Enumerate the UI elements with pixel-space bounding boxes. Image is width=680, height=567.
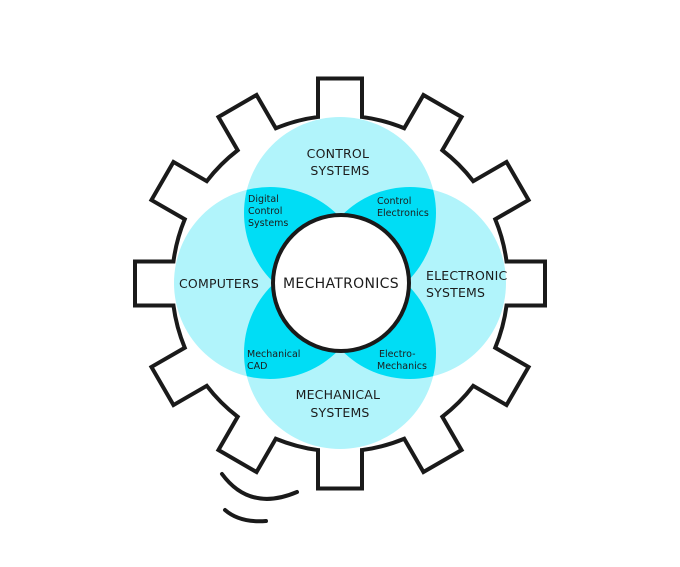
label-control-electronics: Control Electronics	[377, 196, 429, 219]
motion-arc-inner	[223, 508, 268, 524]
label-electro-mechanics: Electro- Mechanics	[377, 349, 427, 372]
label-electronic-systems: ELECTRONIC SYSTEMS	[426, 268, 512, 300]
center-hub	[271, 213, 411, 353]
label-computers: COMPUTERS	[179, 276, 259, 291]
label-mechanical-systems: MECHANICAL SYSTEMS	[296, 387, 385, 420]
center-label: MECHATRONICS	[283, 276, 399, 292]
label-digital-control-systems: Digital Control Systems	[248, 194, 288, 229]
motion-arc-outer	[220, 472, 299, 501]
label-control-systems: CONTROL SYSTEMS	[307, 146, 374, 178]
gear-outline	[133, 76, 547, 491]
label-mechanical-cad: Mechanical CAD	[247, 349, 303, 372]
